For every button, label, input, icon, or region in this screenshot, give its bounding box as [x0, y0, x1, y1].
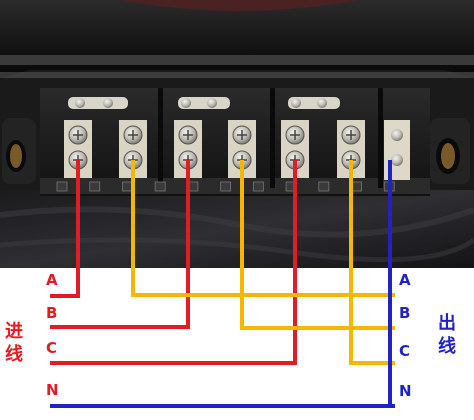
voltage-link-screws [68, 97, 340, 109]
incoming-label-c: C [46, 339, 57, 357]
incoming-label-b: B [46, 304, 57, 322]
outgoing-label-b: B [399, 304, 410, 322]
left-mounting-lug [2, 118, 36, 184]
terminal-number-marker [89, 181, 101, 192]
outgoing-title-char-1: 出 [438, 312, 456, 334]
terminal-number-marker [252, 181, 264, 192]
meter-logo-edge [120, 0, 360, 11]
terminal-number-marker [122, 181, 133, 192]
incoming-label-a: A [46, 271, 58, 289]
wire-out-a [131, 160, 395, 297]
incoming-title: 进 线 [5, 321, 23, 365]
incoming-title-char-2: 线 [5, 343, 23, 365]
right-mounting-lug [430, 118, 470, 184]
incoming-label-n: N [46, 381, 59, 399]
outgoing-title-char-2: 线 [438, 335, 456, 357]
wire-in-a [50, 160, 80, 298]
meter-photo [0, 0, 474, 268]
wire-in-c [50, 160, 297, 365]
terminal-number-marker [154, 181, 166, 192]
outgoing-label-c: C [399, 342, 410, 360]
incoming-title-char-1: 进 [5, 321, 23, 342]
outgoing-label-n: N [399, 382, 412, 400]
terminal-number-marker [351, 181, 362, 192]
wire-out-b [240, 160, 395, 330]
terminal-number-marker [56, 181, 68, 192]
terminal-number-marker [318, 181, 330, 192]
incoming-labels: A B C N [46, 271, 59, 399]
wire-out-c [349, 160, 395, 365]
terminal-number-marker [220, 181, 232, 192]
wire-in-b [50, 160, 190, 329]
outgoing-labels: A B C N [399, 271, 412, 400]
outgoing-title: 出 线 [438, 312, 456, 357]
outgoing-label-a: A [399, 271, 411, 289]
wiring [50, 160, 395, 408]
